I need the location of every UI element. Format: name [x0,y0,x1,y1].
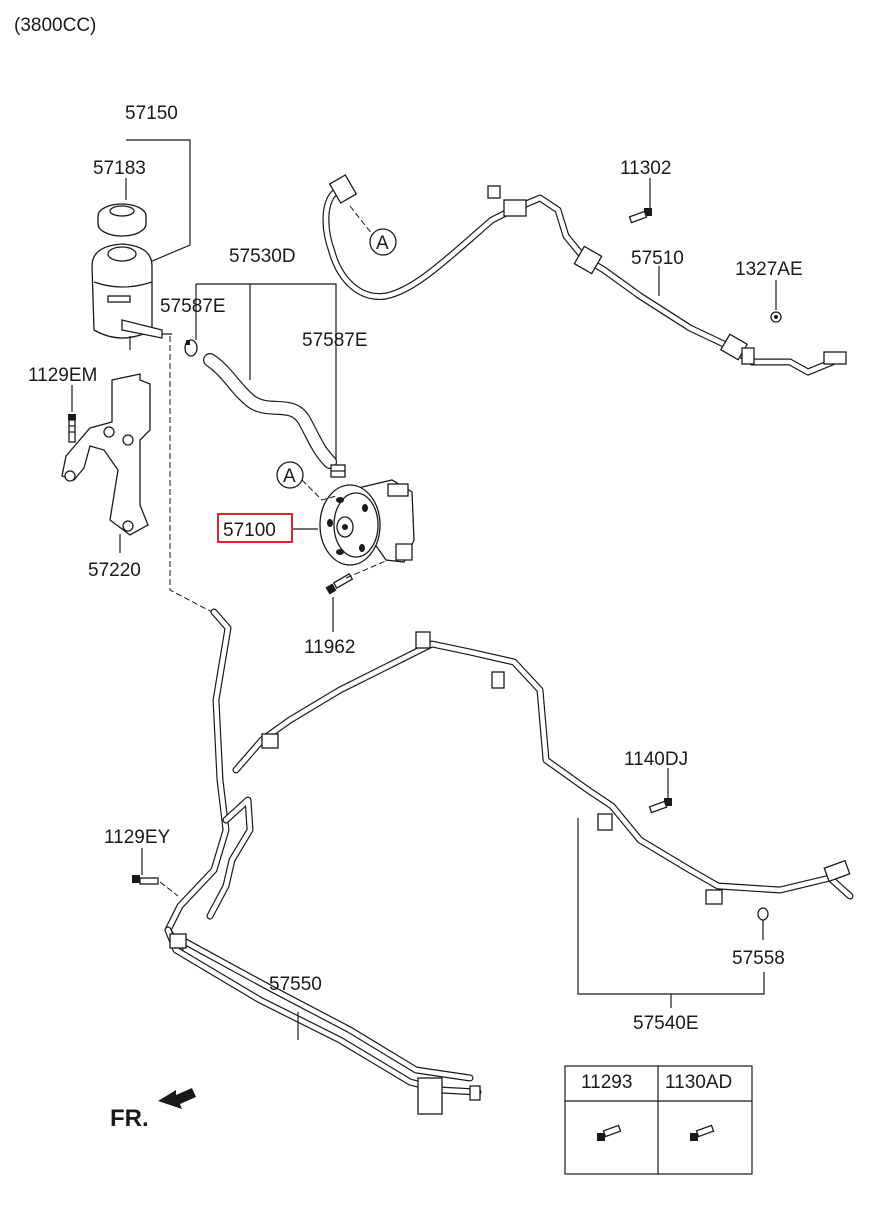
bolt-1129ey-icon[interactable] [132,875,159,885]
legend-col2-label: 1130AD [665,1072,732,1093]
svg-text:A: A [283,466,296,487]
label-57510[interactable]: 57510 [631,248,684,269]
bolt-11293-icon[interactable] [597,1124,622,1141]
legend-col1-label: 11293 [581,1072,632,1093]
nut-1327ae-icon[interactable] [770,311,782,323]
fastener-legend-table [564,1065,753,1175]
label-1327AE[interactable]: 1327AE [735,259,803,280]
highlight-box [217,513,293,543]
bolt-1130ad-icon[interactable] [690,1124,715,1141]
bolt-1129em-icon[interactable] [68,414,76,443]
front-label: FR. [110,1105,149,1132]
front-arrow-icon [158,1088,196,1109]
clamp-lower-icon[interactable] [330,464,346,478]
label-57220[interactable]: 57220 [88,560,141,581]
label-57100[interactable]: 57100 [223,520,276,541]
power-steering-pump-icon[interactable] [319,479,415,566]
callout-a-top: A [369,228,397,256]
suction-hose-icon[interactable] [203,353,337,469]
label-57587E-upper[interactable]: 57587E [160,296,226,317]
oring-57558-icon[interactable] [757,907,769,921]
svg-text:A: A [376,233,389,254]
reservoir-group [91,139,191,350]
engine-label: (3800CC) [14,15,96,36]
cooler-tube-icon[interactable] [164,926,482,1115]
reservoir-tank-icon[interactable] [91,243,172,350]
label-57540E[interactable]: 57540E [633,1013,699,1034]
clamp-upper-icon[interactable] [184,339,198,357]
bracket-icon[interactable] [61,373,151,536]
return-tube-icon[interactable] [164,608,854,954]
pressure-hose-icon[interactable] [322,174,847,376]
label-11962[interactable]: 11962 [304,637,355,658]
label-57558[interactable]: 57558 [732,948,785,969]
bolt-1140dj-icon[interactable] [648,798,672,814]
label-1129EY[interactable]: 1129EY [104,827,171,848]
reservoir-cap-icon[interactable] [97,203,147,237]
label-11302[interactable]: 11302 [620,158,671,179]
label-1129EM[interactable]: 1129EM [28,365,97,386]
label-57150[interactable]: 57150 [125,103,178,124]
label-57587E-lower[interactable]: 57587E [302,330,368,351]
callout-a-pump: A [276,461,304,489]
label-57550[interactable]: 57550 [269,974,322,995]
label-57183[interactable]: 57183 [93,158,146,179]
label-57530D[interactable]: 57530D [229,246,296,267]
label-1140DJ[interactable]: 1140DJ [624,749,688,770]
bolt-11302-icon[interactable] [628,208,652,224]
